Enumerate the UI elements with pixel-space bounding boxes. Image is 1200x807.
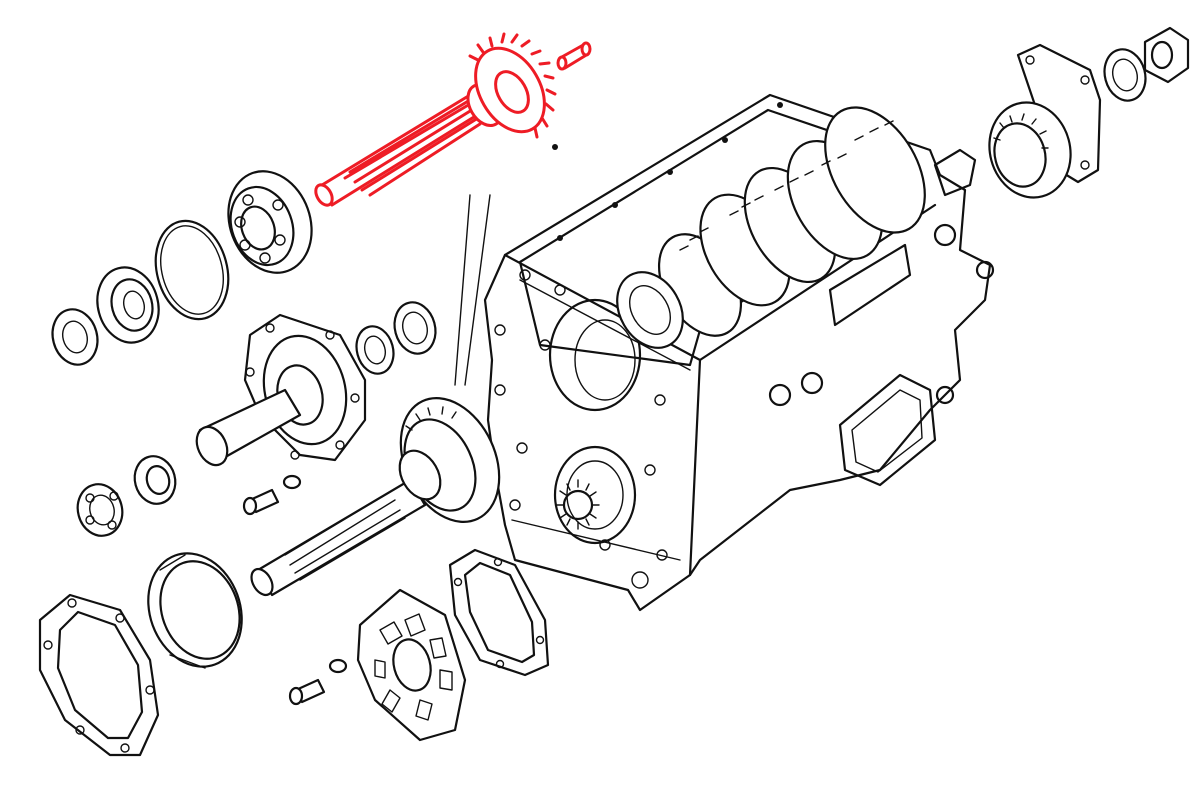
- gear-cluster[interactable]: [604, 90, 945, 360]
- small-gear-icon: [556, 479, 600, 530]
- spacer-washer-small[interactable]: [351, 322, 398, 378]
- bearing-retainer[interactable]: [191, 313, 367, 470]
- oil-seal[interactable]: [89, 261, 167, 350]
- flange-washer[interactable]: [1099, 45, 1151, 106]
- bolt-upper[interactable]: [242, 488, 280, 516]
- output-shaft[interactable]: [247, 382, 518, 599]
- lock-washer-lower[interactable]: [328, 658, 348, 674]
- retainer-ring[interactable]: [47, 304, 104, 369]
- leader-lines: [454, 194, 491, 386]
- companion-flange[interactable]: [979, 43, 1102, 207]
- front-bearing[interactable]: [215, 159, 326, 284]
- rear-seal-ring[interactable]: [133, 540, 257, 680]
- needle-bearing[interactable]: [129, 452, 180, 509]
- input-shaft[interactable]: [312, 32, 592, 208]
- pilot-pin-icon: [556, 41, 592, 71]
- front-gasket[interactable]: [38, 593, 160, 757]
- ball-bearing[interactable]: [72, 479, 128, 541]
- oil-pump-plate[interactable]: [356, 588, 467, 742]
- bolt-lower[interactable]: [288, 678, 326, 706]
- snap-ring[interactable]: [145, 213, 238, 328]
- flange-nut[interactable]: [1143, 26, 1190, 84]
- rear-gasket[interactable]: [448, 548, 550, 677]
- spacer-washer-large[interactable]: [389, 298, 441, 359]
- input-gear-icon: [468, 32, 557, 139]
- lock-washer-upper[interactable]: [282, 474, 302, 490]
